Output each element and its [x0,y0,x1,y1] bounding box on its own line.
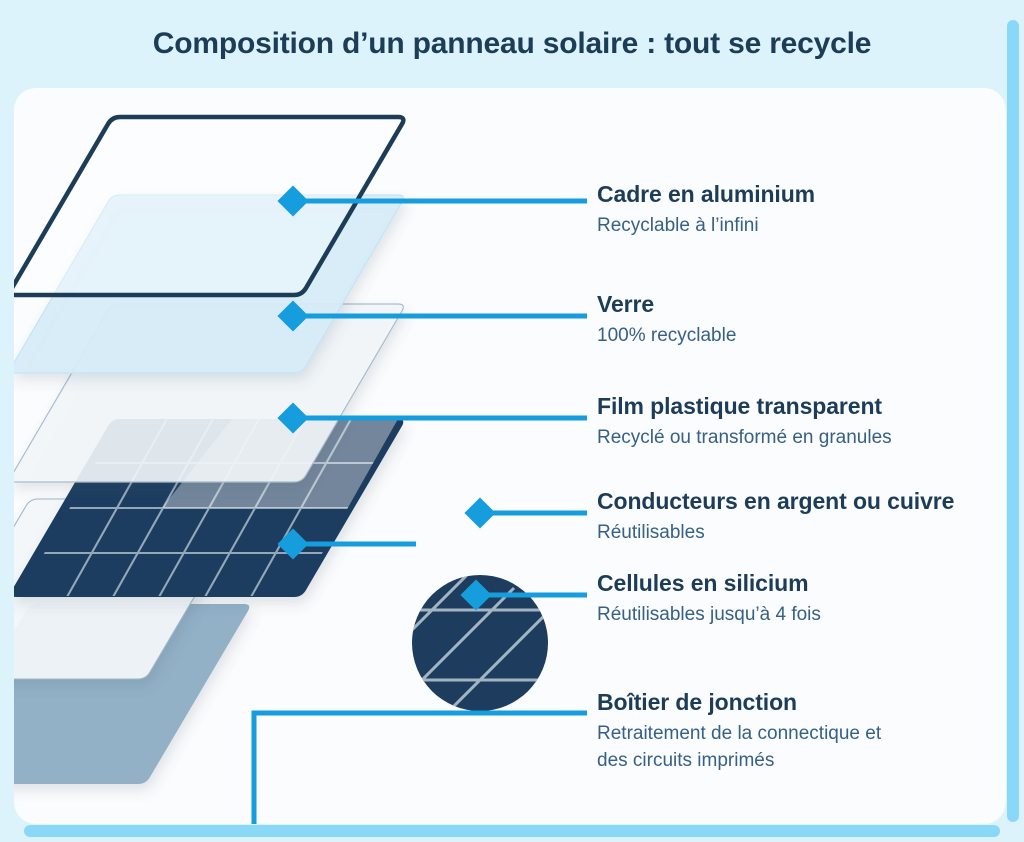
label-title-boitier-jonction: Boîtier de jonction [597,689,797,715]
label-subtitle-boitier-jonction-line1: Retraitement de la connectique et [597,723,882,745]
diamond-marker-icon-cadre-aluminium [277,185,309,217]
content-card: Cadre en aluminium Recyclable à l’infini… [14,88,1006,824]
label-subtitle-film-plastique: Recyclé ou transformé en granules [597,427,892,449]
label-subtitle-boitier-jonction: Retraitement de la connectique et des ci… [597,721,1006,775]
label-subtitle-boitier-jonction-line2: des circuits imprimés [597,750,775,772]
diamond-markers [277,185,496,611]
diamond-marker-icon-conducteurs [464,497,496,529]
diamond-marker-icon-cellules-panel [277,528,309,560]
diamond-marker-icon-verre [277,300,309,332]
label-subtitle-cellules-silicium: Réutilisables jusqu’à 4 fois [597,604,821,626]
label-subtitle-conducteurs: Réutilisables [597,522,705,544]
label-list: Cadre en aluminium Recyclable à l’infini… [597,88,1006,824]
label-block-film-plastique[interactable]: Film plastique transparent Recyclé ou tr… [597,393,1006,452]
label-title-cadre-aluminium: Cadre en aluminium [597,181,816,207]
glass-layer [14,194,404,374]
label-block-verre[interactable]: Verre 100% recyclable [597,291,1006,350]
label-subtitle-cadre-aluminium: Recyclable à l’infini [597,215,759,237]
solar-panel-exploded-diagram [14,114,587,824]
cell-magnifier [412,575,548,711]
connector-line-boitier-jonction [251,710,587,824]
frame-edge-accent-bottom [24,825,1000,837]
label-title-film-plastique: Film plastique transparent [597,393,882,419]
label-block-cadre-aluminium[interactable]: Cadre en aluminium Recyclable à l’infini [597,181,1006,240]
page-title: Composition d’un panneau solaire : tout … [152,27,872,60]
label-title-cellules-silicium: Cellules en silicium [597,570,809,596]
label-block-conducteurs[interactable]: Conducteurs en argent ou cuivre Réutilis… [597,488,1006,547]
label-subtitle-verre: 100% recyclable [597,325,737,347]
diamond-marker-icon-cellules-mag [460,579,492,611]
label-title-verre: Verre [597,291,655,317]
diamond-marker-icon-film-plastique [277,402,309,434]
label-title-conducteurs: Conducteurs en argent ou cuivre [597,488,955,514]
frame-edge-accent-right [1007,20,1019,822]
label-block-boitier-jonction[interactable]: Boîtier de jonction Retraitement de la c… [597,689,1006,775]
connector-lines [251,198,587,824]
aluminium-frame-layer [14,114,406,298]
label-block-cellules-silicium[interactable]: Cellules en silicium Réutilisables jusqu… [597,570,1006,629]
